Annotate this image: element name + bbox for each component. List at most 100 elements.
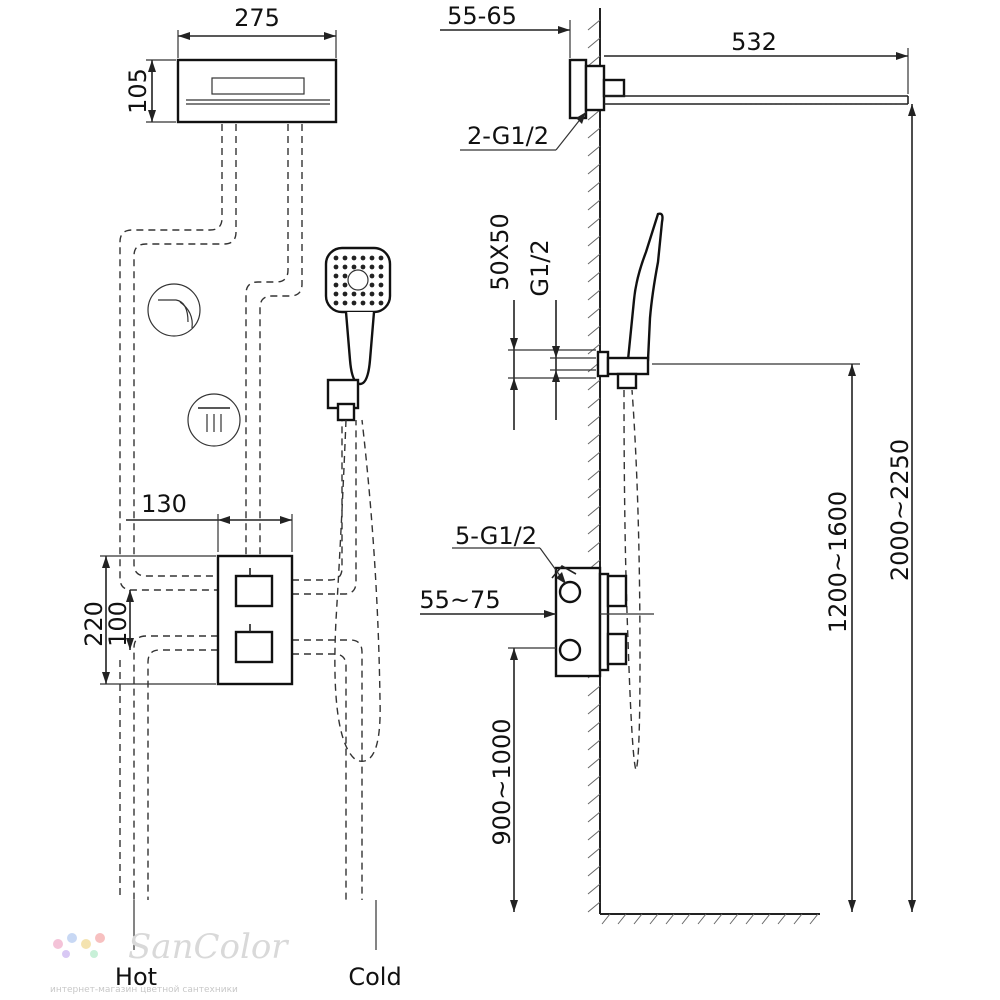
dim-text-arm-length: 532 [731,28,777,56]
wall-hatch-line [587,757,601,769]
watermark-tagline: интернет-магазин цветной сантехники [50,985,238,995]
wall-hatch-line [587,469,601,481]
dim-valve-offset: 130 [126,490,293,552]
nozzle-dot [333,291,339,297]
thermostatic-valve-front [216,554,294,686]
nozzle-dot [342,255,348,261]
wall-hatch-line [587,541,601,553]
dim-bracket-size: 50X50 [486,213,596,430]
nozzle-dot [369,300,375,306]
wall-hatch-line [587,487,601,499]
wall-hatch-line [587,145,601,157]
floor-hatch-line [617,913,627,925]
wall-hatch-line [587,847,601,859]
valve-side [551,564,628,678]
watermark-logo: SanColor интернет-магазин цветной сантех… [50,927,289,995]
wall-hatch-line [587,775,601,787]
dim-valve-spacing: 100 [104,590,134,650]
leader-valve-connection: 5-G1/2 [452,522,567,585]
dim-text-valve-height-floor: 900~1000 [488,719,516,846]
floor-hatch-line [633,913,643,925]
wall-hatch-line [587,235,601,247]
dim-valve-height: 220 [80,555,216,685]
wall-hatch-line [587,307,601,319]
dim-text-wall-offset-top: 55-65 [447,2,517,30]
wall-hatch-line [587,127,601,139]
nozzle-dot [333,300,339,306]
nozzle-dot [378,264,384,270]
nozzle-dot [369,273,375,279]
wall-hatch-line [587,217,601,229]
overhead-shower-panel [176,58,338,124]
nozzle-dot [351,255,357,261]
nozzle-dot [369,291,375,297]
nozzle-dot [351,264,357,270]
wall-hatch-line [587,505,601,517]
wall-hatch-line [587,379,601,391]
leader-top-connection: 2-G1/2 [460,111,587,151]
floor-hatch-line [601,913,611,925]
nozzle-dot [369,282,375,288]
nozzle-dot [378,273,384,279]
nozzle-dot [360,300,366,306]
nozzle-dot [333,273,339,279]
dim-text-bracket-size: 50X50 [486,213,514,291]
wall-hatch-line [587,793,601,805]
wall-hatch-line [587,343,601,355]
floor-hatch-line [713,913,723,925]
watermark-brand: SanColor [128,927,289,967]
hand-shower-front [324,246,392,762]
wall-hatch-line [587,181,601,193]
wall-hatching [587,19,601,913]
wall-hatch-line [587,523,601,535]
dim-bracket-thread: G1/2 [526,239,596,420]
dim-text-panel-width: 275 [234,4,280,32]
floor-hatch-line [761,913,771,925]
dim-text-panel-height: 105 [124,68,152,114]
dim-text-valve-height: 220 [80,601,108,647]
wall-hatch-line [587,703,601,715]
dim-text-valve-offset: 130 [141,490,187,518]
nozzle-dot [369,264,375,270]
wall-hatch-line [587,685,601,697]
shower-arm-side [568,58,909,120]
wall-hatch-line [587,253,601,265]
nozzle-dot [378,291,384,297]
nozzle-dot [378,282,384,288]
dim-valve-height-floor: 900~1000 [488,647,556,912]
dim-text-holder-height-floor: 1200~1600 [824,491,852,633]
nozzle-dot [342,300,348,306]
nozzle-dot [360,291,366,297]
nozzle-dot [360,255,366,261]
wall-hatch-line [587,19,601,31]
dim-panel-height: 105 [124,59,176,123]
floor-hatch-line [729,913,739,925]
wall-hatch-line [587,865,601,877]
wall-hatch-line [587,433,601,445]
wall [587,8,601,914]
dim-arm-length: 532 [604,28,909,94]
wall-hatch-line [587,289,601,301]
floor-hatch-line [681,913,691,925]
wall-hatch-line [587,199,601,211]
handshower-icon [147,283,201,337]
nozzle-dot [333,264,339,270]
nozzle-dot [360,264,366,270]
nozzle-dot [333,282,339,288]
dim-text-bracket-thread: G1/2 [526,239,554,296]
floor-hatch-line [649,913,659,925]
wall-hatch-line [587,37,601,49]
wall-hatch-line [587,271,601,283]
floor-hatch-line [793,913,803,925]
cold-label: Cold [348,963,401,991]
wall-hatch-line [587,721,601,733]
wall-hatch-line [587,325,601,337]
wall-hatch-line [587,451,601,463]
wall-hatch-line [587,811,601,823]
wall-hatch-line [587,883,601,895]
floor-hatch-line [777,913,787,925]
nozzle-dot [333,255,339,261]
rain-shower-icon [187,393,241,447]
